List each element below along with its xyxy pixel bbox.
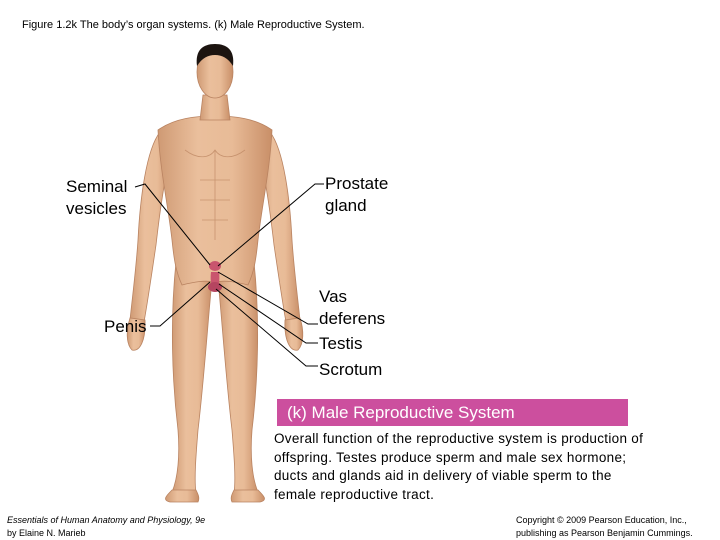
label-prostate-gland: Prostate gland <box>325 174 389 215</box>
figure-title: Figure 1.2k The body’s organ systems. (k… <box>22 19 365 31</box>
organ-prostate <box>209 261 221 271</box>
left-foot <box>165 489 200 503</box>
label-testis: Testis <box>319 334 363 353</box>
footer-copyright: Copyright © 2009 Pearson Education, Inc.… <box>516 515 693 538</box>
organ-scrotum <box>208 282 222 292</box>
hair <box>196 44 234 66</box>
leader-vas <box>217 271 318 325</box>
male-body-illustration <box>126 45 304 503</box>
system-banner: (k) Male Reproductive System <box>277 399 628 426</box>
label-vas-deferens: Vas deferens <box>319 287 386 328</box>
right-hand <box>284 317 304 351</box>
muscle-shading <box>184 149 246 240</box>
leader-penis <box>150 281 211 327</box>
book-author: by Elaine N. Marieb <box>7 528 86 538</box>
label-scrotum: Scrotum <box>319 360 383 379</box>
label-penis: Penis <box>104 317 147 336</box>
left-leg <box>171 261 213 495</box>
leader-prostate <box>217 183 324 267</box>
right-foot <box>230 489 265 503</box>
book-title: Essentials of Human Anatomy and Physiolo… <box>7 515 206 525</box>
leader-lines <box>134 183 324 367</box>
leader-testis <box>218 283 318 344</box>
label-seminal-vesicles: Seminal vesicles <box>66 177 128 218</box>
leader-scrotum <box>215 288 318 367</box>
left-hand <box>126 317 146 351</box>
neck <box>199 94 231 121</box>
reproductive-organs <box>208 261 222 292</box>
leader-seminal <box>134 183 211 266</box>
footer-citation: Essentials of Human Anatomy and Physiolo… <box>7 514 205 540</box>
system-description: Overall function of the reproductive sys… <box>274 431 644 502</box>
